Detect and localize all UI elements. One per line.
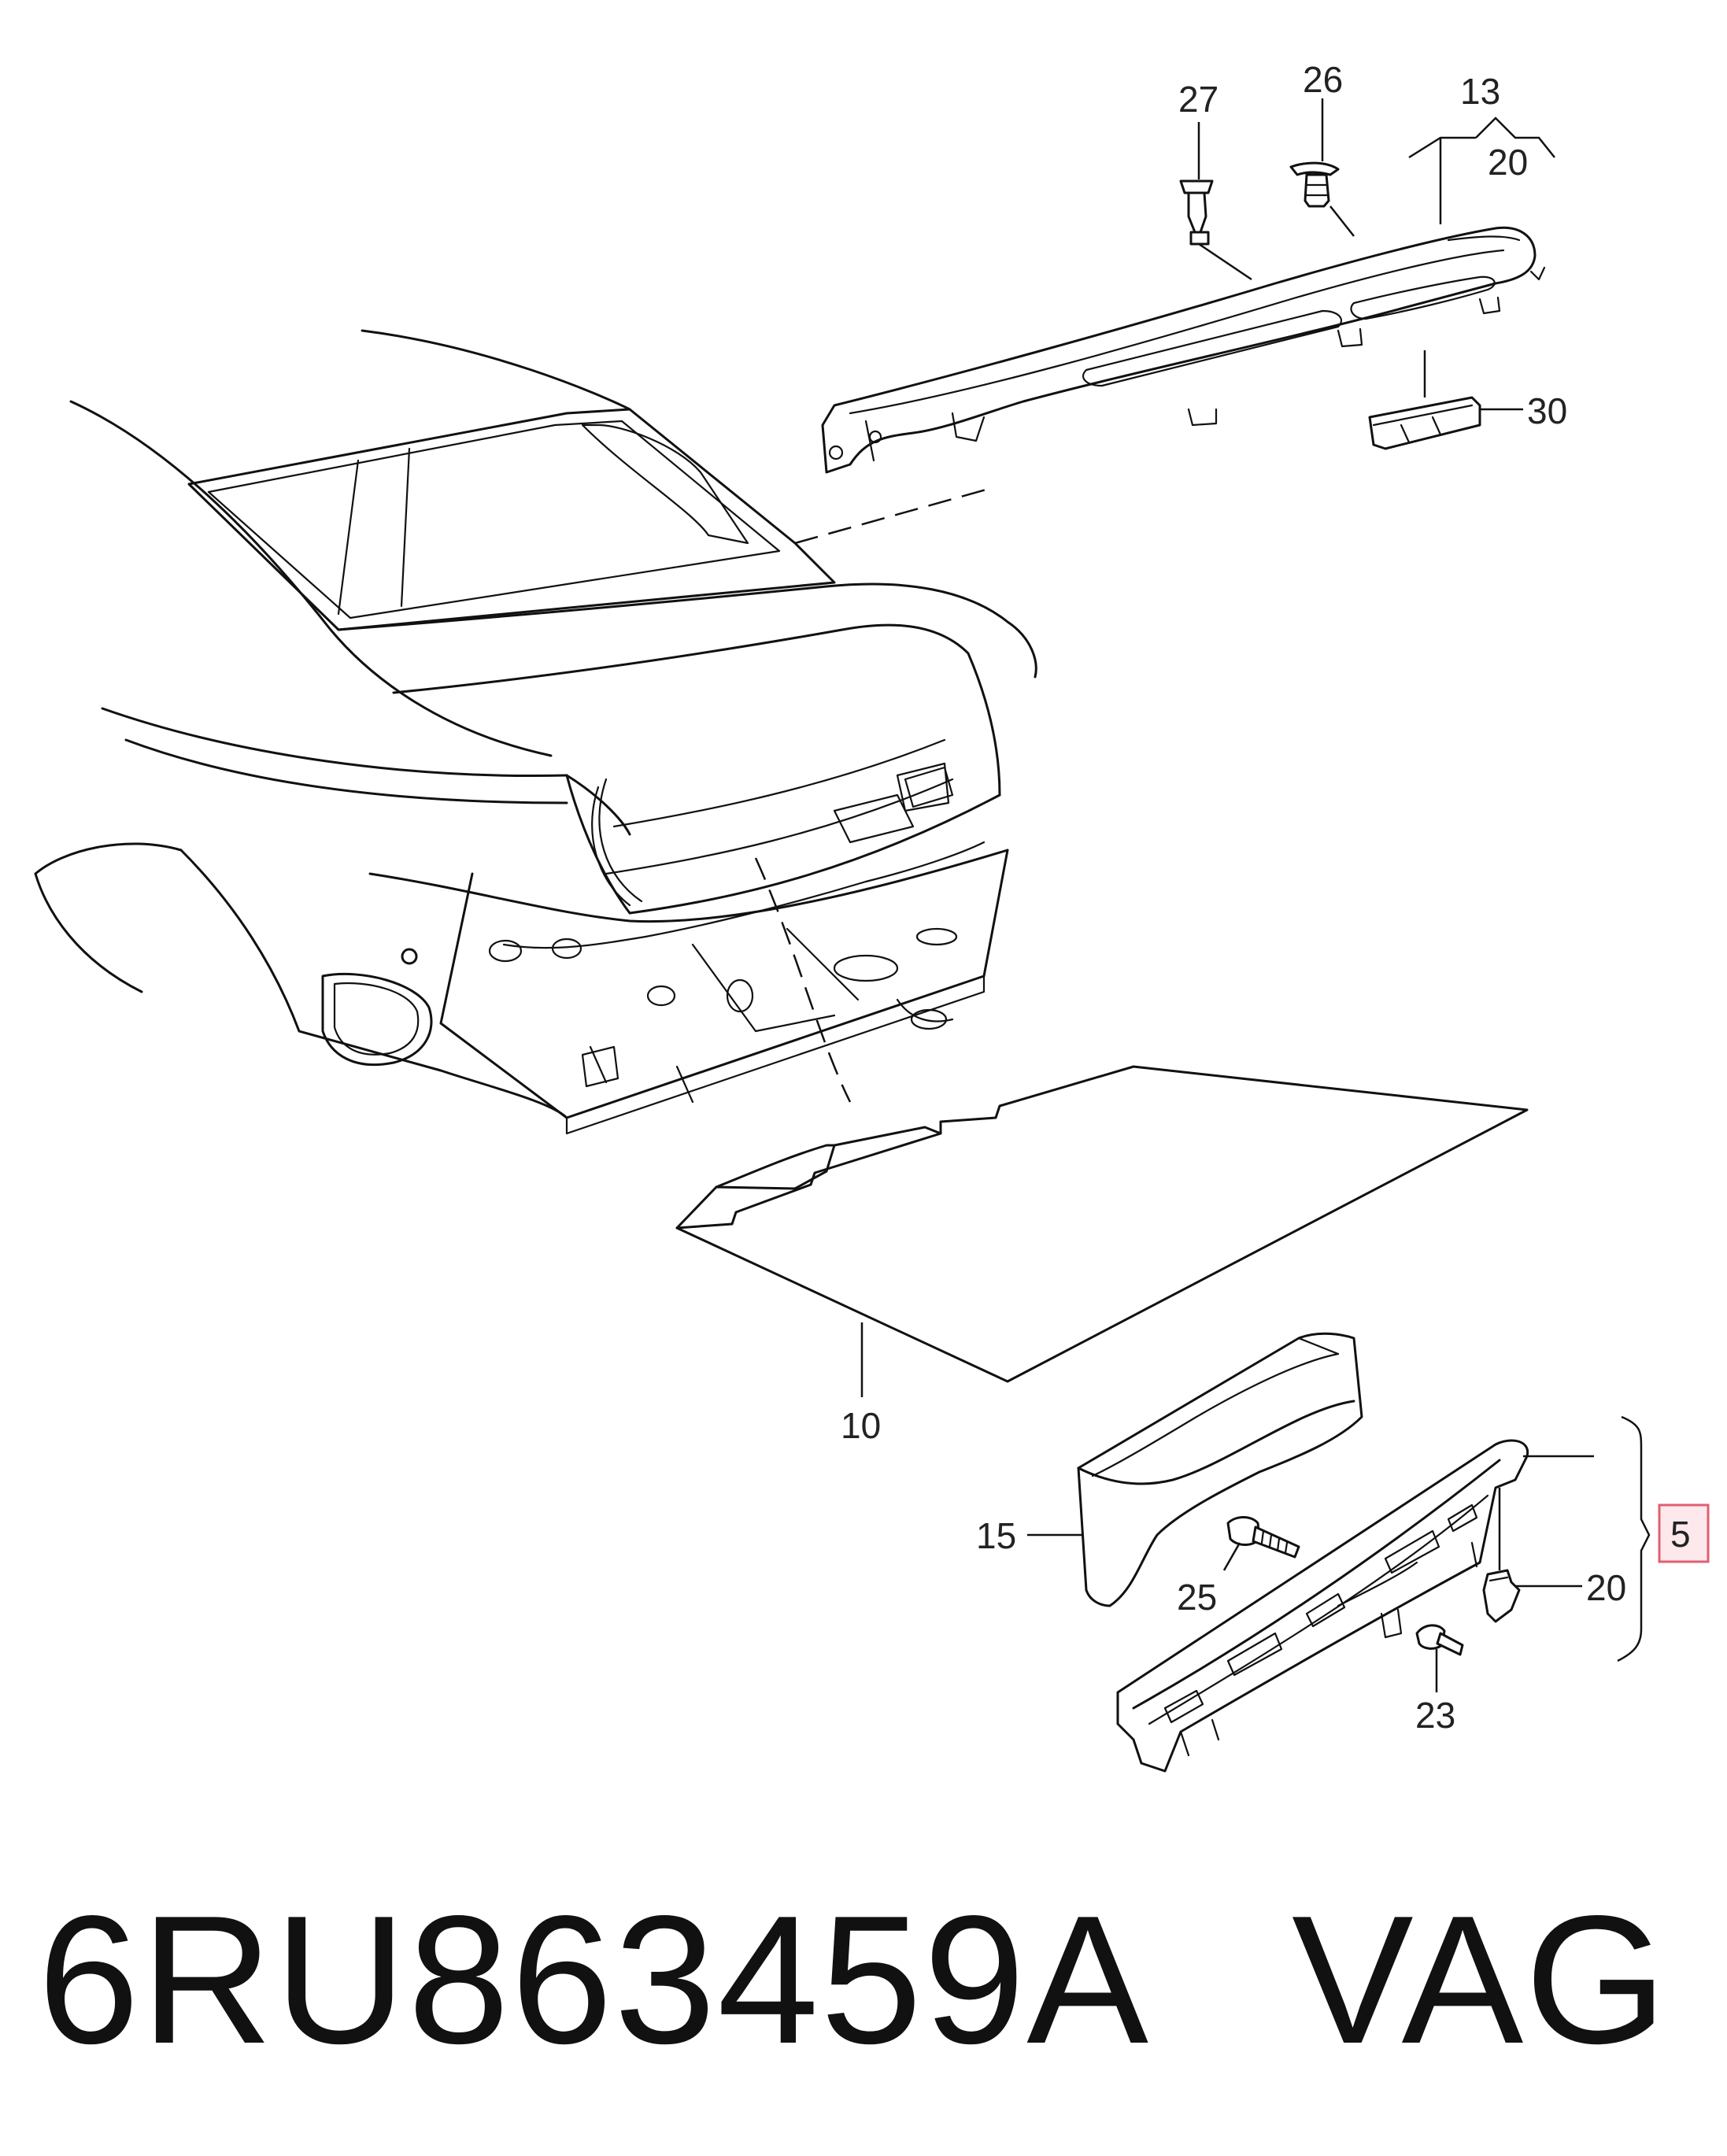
leader-lines (860, 98, 1651, 1692)
brand-name: VAG (1292, 1878, 1669, 2082)
part-10-floor-mat (675, 1065, 1529, 1383)
callout-10: 10 (841, 1405, 881, 1446)
part-27-clip (1179, 179, 1214, 246)
callout-13: 13 (1460, 71, 1500, 112)
callout-25: 25 (1177, 1577, 1217, 1618)
callout-20-top: 20 (1488, 142, 1528, 183)
callout-20-bottom: 20 (1586, 1567, 1626, 1608)
callout-23: 23 (1415, 1695, 1455, 1736)
callout-27: 27 (1178, 79, 1219, 120)
part-20-lower-clip (1482, 1569, 1521, 1623)
part-30-block (1368, 396, 1481, 450)
callout-5: 5 (1670, 1514, 1691, 1555)
callout-labels: 27 26 13 20 30 10 15 25 5 20 23 (841, 59, 1691, 1736)
callout-15: 15 (976, 1515, 1016, 1556)
callout-30: 30 (1527, 390, 1567, 431)
part-5-loading-edge-trim (1116, 1439, 1529, 1773)
part-25-screw (1226, 1516, 1300, 1559)
part-number: 6RU863459A (38, 1878, 1151, 2082)
part-23-rivet (1415, 1624, 1464, 1656)
part-26-rivet (1289, 161, 1340, 208)
car-body (34, 329, 1037, 1135)
callout-26: 26 (1303, 59, 1343, 100)
part-15-foam-insert (1077, 1332, 1363, 1607)
parcel-shelf-panel (821, 226, 1546, 474)
highlight-box (1658, 1503, 1710, 1563)
